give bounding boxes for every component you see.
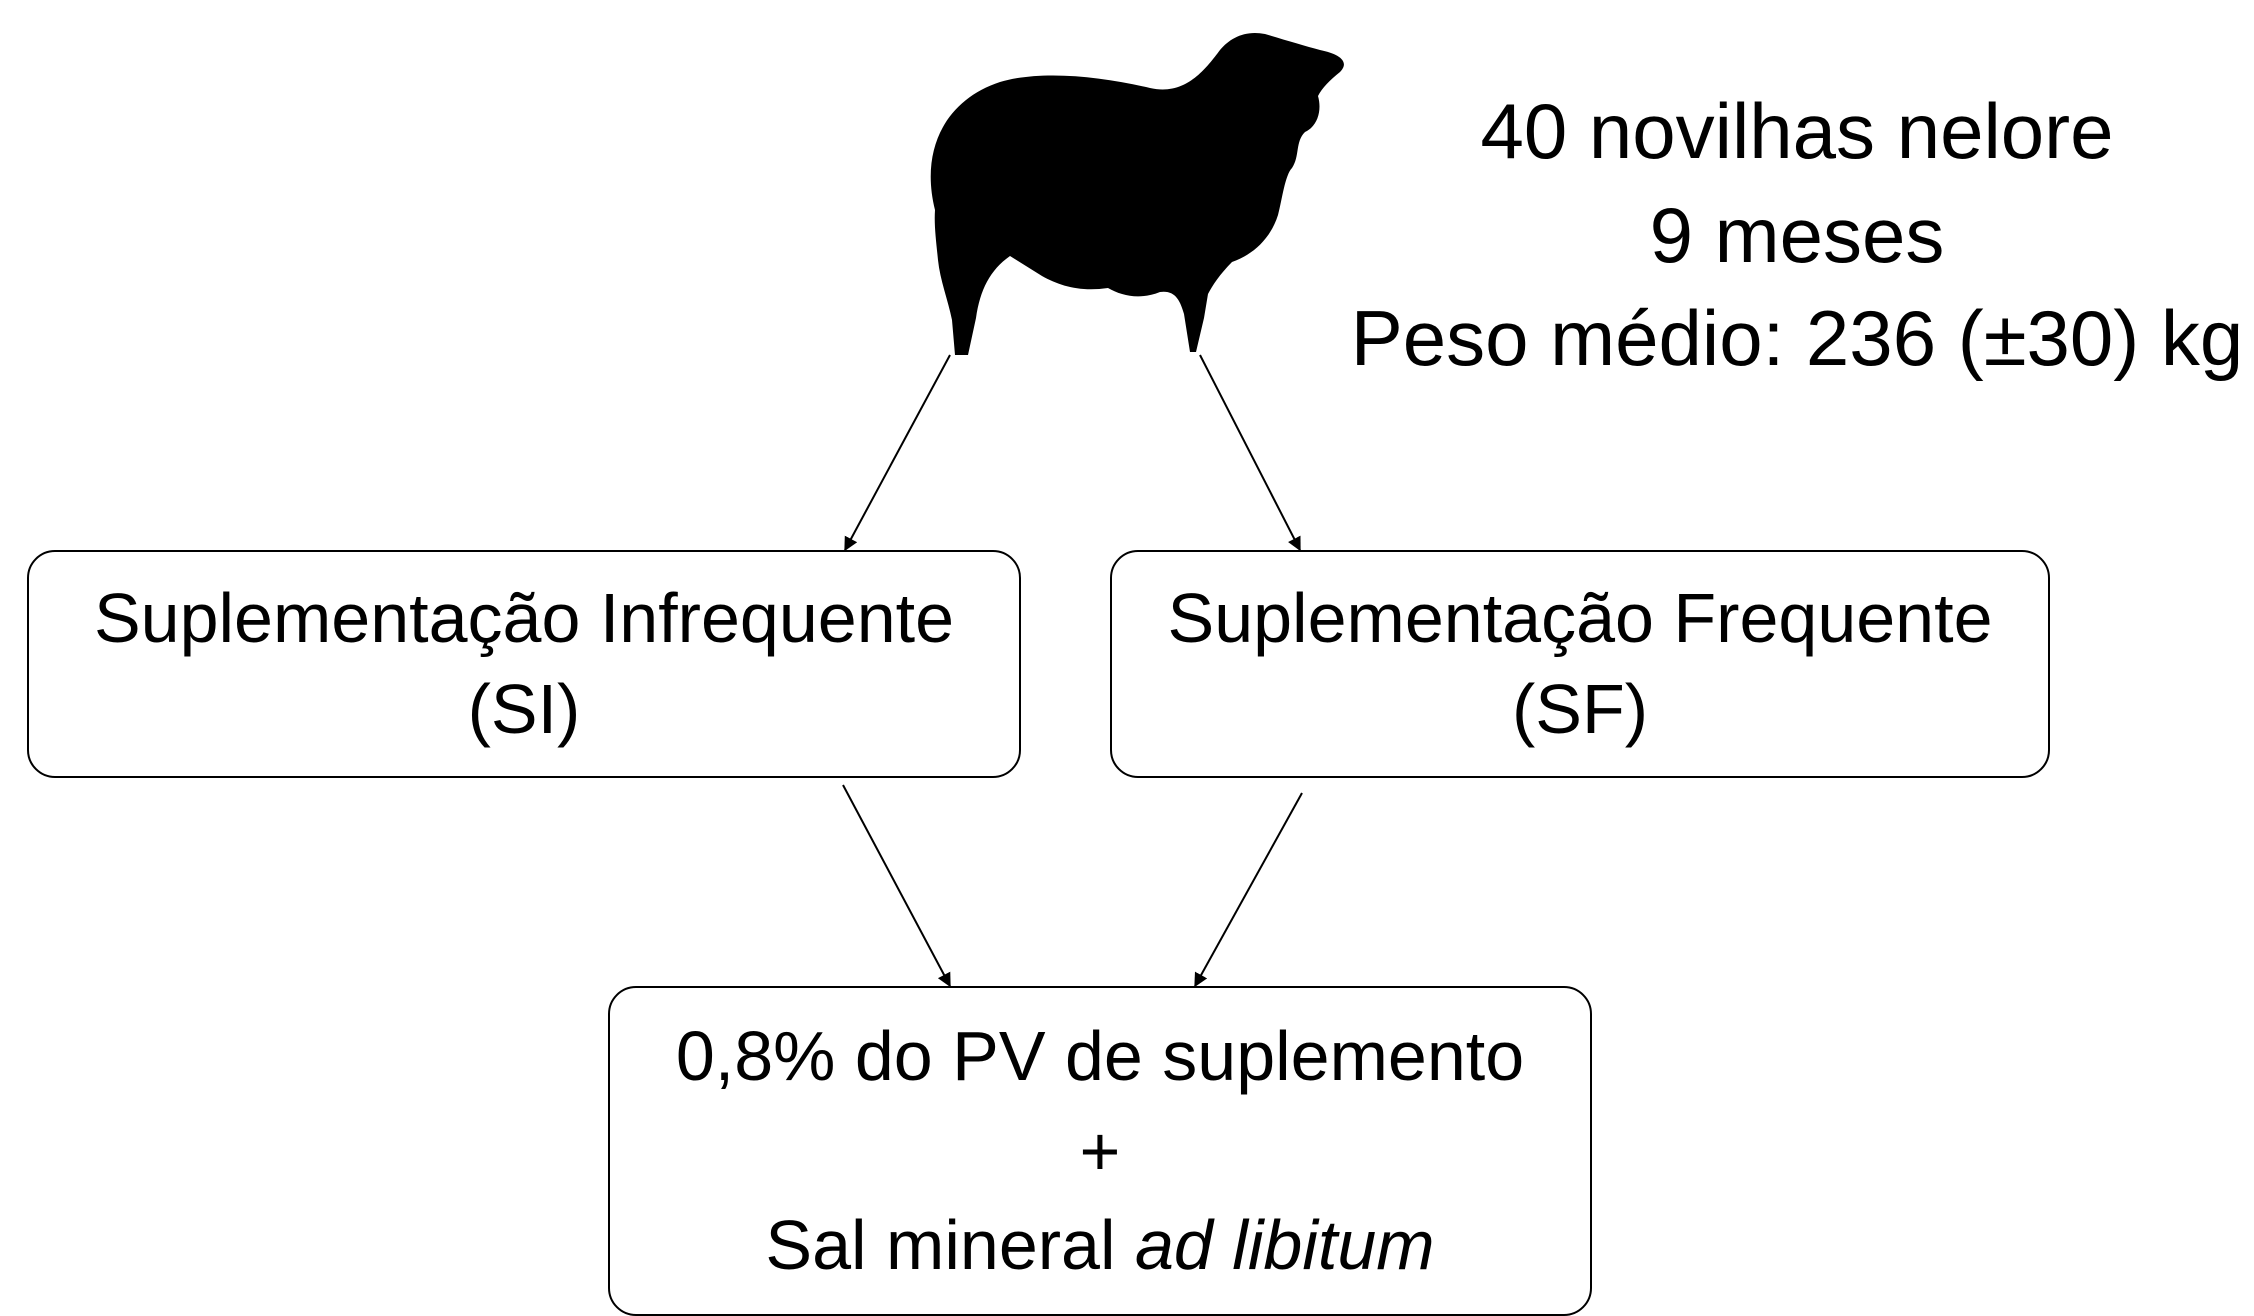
sf-node: Suplementação Frequente (SF) — [1110, 550, 2050, 778]
mineral-salt-label: Sal mineral — [765, 1206, 1135, 1285]
supplement-node: 0,8% do PV de suplemento + Sal mineral a… — [608, 986, 1592, 1316]
supplement-amount: 0,8% do PV de suplemento — [675, 1017, 1525, 1096]
ad-libitum-label: ad libitum — [1135, 1206, 1435, 1285]
heifer-silhouette-icon — [930, 32, 1344, 356]
arrow-si-to-result — [842, 784, 951, 988]
herd-age: 9 meses — [1649, 190, 1945, 279]
si-title: Suplementação Infrequente — [93, 579, 955, 657]
si-node: Suplementação Infrequente (SI) — [27, 550, 1021, 778]
herd-info: 40 novilhas nelore 9 meses Peso médio: 2… — [1340, 80, 2254, 391]
mineral-salt: Sal mineral ad libitum — [765, 1198, 1434, 1293]
sf-title: Suplementação Frequente — [1167, 579, 1993, 657]
sf-abbreviation: (SF) — [1511, 670, 1649, 748]
herd-count: 40 novilhas nelore — [1480, 87, 2114, 175]
si-abbreviation: (SI) — [467, 670, 581, 748]
arrow-sf-to-result — [1194, 792, 1303, 988]
plus-sign: + — [1079, 1111, 1121, 1190]
herd-weight: Peso médio: 236 (±30) kg — [1350, 294, 2244, 383]
arrow-animal-to-si — [844, 354, 951, 552]
arrow-animal-to-sf — [1199, 354, 1301, 552]
